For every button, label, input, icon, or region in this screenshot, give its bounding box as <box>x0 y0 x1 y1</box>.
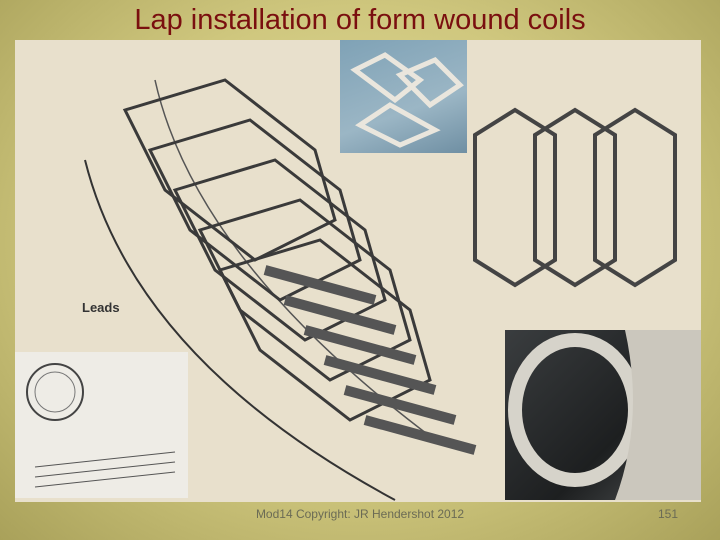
footer-copyright: Mod14 Copyright: JR Hendershot 2012 <box>255 507 465 521</box>
slide-title: Lap installation of form wound coils <box>134 4 586 36</box>
coil-drawing <box>84 78 677 501</box>
coil-photo <box>340 40 467 153</box>
sketch-inset <box>15 352 188 498</box>
leads-label: Leads <box>82 300 120 315</box>
page-number: 151 <box>657 507 678 521</box>
winding-photo <box>505 330 701 500</box>
